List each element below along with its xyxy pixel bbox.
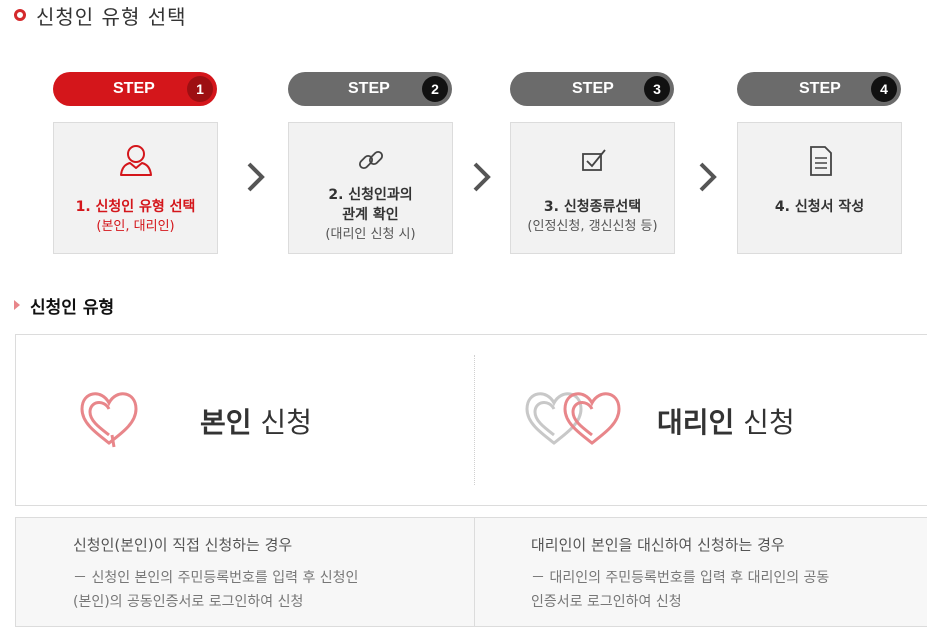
self-description-line2: (본인)의 공동인증서로 로그인하여 신청 — [73, 594, 304, 610]
self-apply-option[interactable]: 본인 신청 — [16, 335, 474, 505]
step-1-box: 1. 신청인 유형 선택 (본인, 대리인) — [53, 122, 218, 254]
step-1-title: 1. 신청인 유형 선택 — [75, 199, 196, 215]
step-3-pill: STEP 3 — [510, 72, 674, 106]
step-1-number: 1 — [187, 76, 213, 102]
document-icon — [809, 146, 832, 176]
step-2-title-line2: 관계 확인 — [342, 207, 399, 223]
proxy-apply-description: 대리인이 본인을 대신하여 신청하는 경우 － 대리인의 주민등록번호를 입력 … — [531, 532, 911, 614]
step-2-number: 2 — [422, 76, 448, 102]
step-2-pill: STEP 2 — [288, 72, 452, 106]
step-4-label: STEP — [799, 80, 841, 97]
step-4-box: 4. 신청서 작성 — [737, 122, 902, 254]
chevron-right-icon — [699, 162, 717, 192]
step-3-number: 3 — [644, 76, 670, 102]
self-apply-label-rest: 신청 — [251, 406, 312, 439]
step-2-label: STEP — [348, 80, 390, 97]
description-panel: 신청인(본인)이 직접 신청하는 경우 － 신청인 본인의 주민등록번호를 입력… — [15, 517, 927, 627]
heart-icon — [80, 392, 138, 448]
step-4-number: 4 — [871, 76, 897, 102]
chevron-right-icon — [473, 162, 491, 192]
description-divider — [474, 518, 475, 626]
page-title: 신청인 유형 선택 — [14, 2, 187, 29]
step-3-subtitle: (인정신청, 갱신신청 등) — [527, 219, 658, 234]
step-3-label: STEP — [572, 80, 614, 97]
step-1-pill: STEP 1 — [53, 72, 217, 106]
proxy-description-heading: 대리인이 본인을 대신하여 신청하는 경우 — [531, 536, 785, 554]
proxy-description-line1: － 대리인의 주민등록번호를 입력 후 대리인의 공동 — [531, 570, 830, 586]
chevron-right-icon — [247, 162, 265, 192]
title-bullet-icon — [14, 9, 26, 21]
checkbox-icon — [581, 149, 606, 171]
step-1-subtitle: (본인, 대리인) — [96, 219, 175, 234]
page-title-text: 신청인 유형 선택 — [36, 4, 187, 29]
section-title-text: 신청인 유형 — [30, 297, 115, 318]
self-description-line1: － 신청인 본인의 주민등록번호를 입력 후 신청인 — [73, 570, 359, 586]
step-2-subtitle: (대리인 신청 시) — [325, 227, 416, 242]
double-heart-icon — [525, 392, 621, 445]
self-description-heading: 신청인(본인)이 직접 신청하는 경우 — [73, 536, 293, 554]
step-2-box: 2. 신청인과의 관계 확인 (대리인 신청 시) — [288, 122, 453, 254]
link-icon — [358, 150, 383, 170]
proxy-apply-option[interactable]: 대리인 신청 — [474, 335, 927, 505]
self-apply-label-bold: 본인 — [200, 406, 252, 439]
step-3-box: 3. 신청종류선택 (인정신청, 갱신신청 등) — [510, 122, 675, 254]
section-title: 신청인 유형 — [14, 292, 114, 318]
step-1-label: STEP — [113, 80, 155, 97]
self-apply-description: 신청인(본인)이 직접 신청하는 경우 － 신청인 본인의 주민등록번호를 입력… — [73, 532, 453, 614]
applicant-type-panel: 본인 신청 대리인 신청 — [15, 334, 927, 506]
proxy-description-line2: 인증서로 로그인하여 신청 — [531, 594, 682, 610]
step-4-title: 4. 신청서 작성 — [774, 199, 865, 215]
proxy-apply-label-bold: 대리인 — [657, 406, 735, 439]
step-3-title: 3. 신청종류선택 — [543, 199, 642, 215]
triangle-bullet-icon — [14, 300, 20, 310]
step-2-title-line1: 2. 신청인과의 — [328, 187, 413, 203]
proxy-apply-label-rest: 신청 — [734, 406, 795, 439]
option-divider — [474, 355, 475, 485]
person-icon — [119, 145, 152, 176]
step-4-pill: STEP 4 — [737, 72, 901, 106]
